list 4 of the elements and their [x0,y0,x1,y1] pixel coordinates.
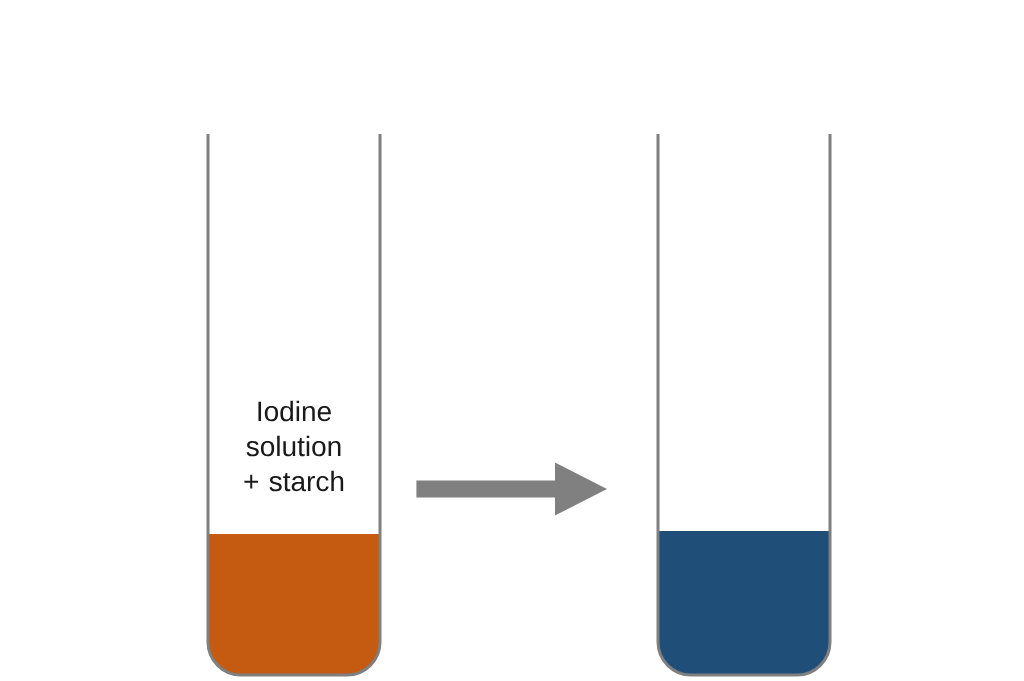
test-tube: Iodine solution + starch [206,134,382,677]
arrow [416,462,607,516]
node-label: Iodine solution + starch [244,400,344,492]
test-tube [656,134,832,677]
